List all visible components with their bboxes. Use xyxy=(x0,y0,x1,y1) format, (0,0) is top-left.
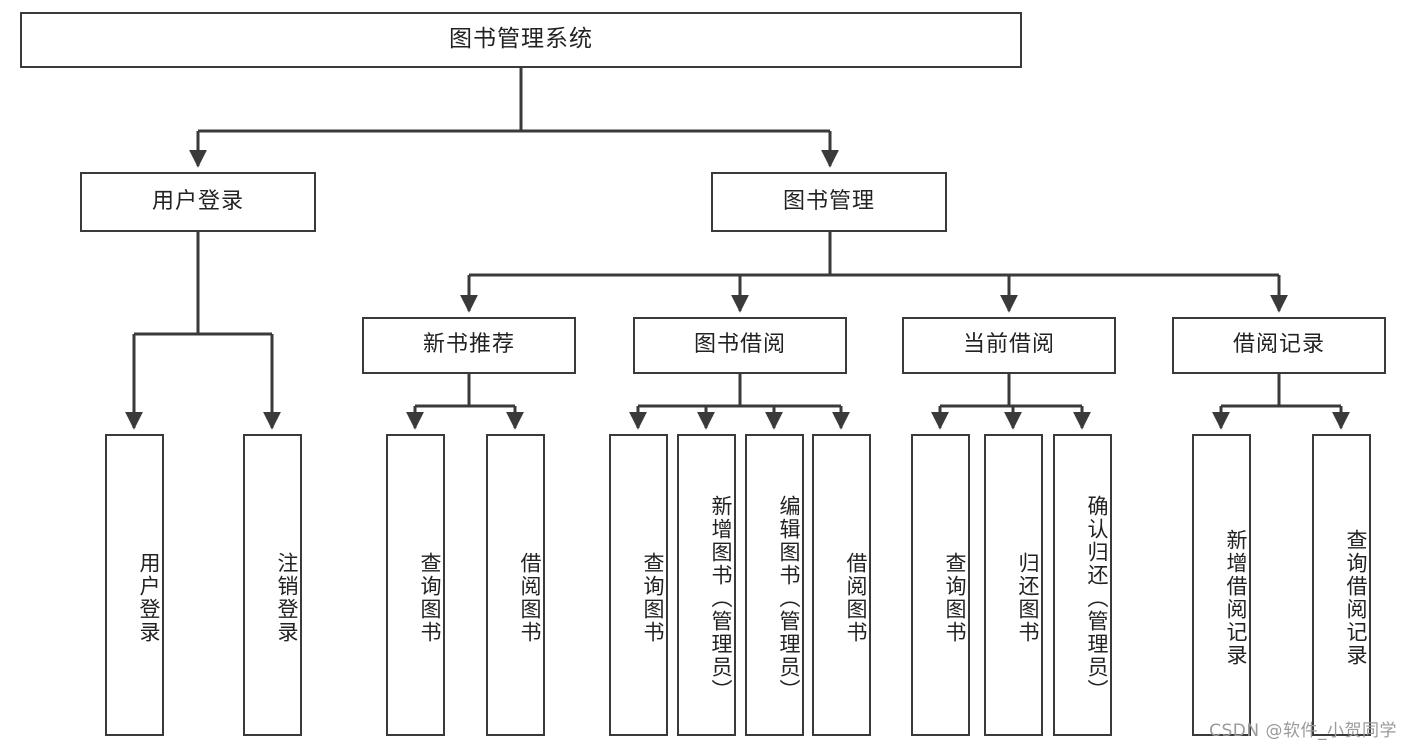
node-current-borrow[interactable]: 当前借阅 xyxy=(902,317,1116,374)
node-book-manage[interactable]: 图书管理 xyxy=(711,172,947,232)
leaf-add-book[interactable]: 新增图书（管理员） xyxy=(677,434,736,736)
leaf-edit-book[interactable]: 编辑图书（管理员） xyxy=(745,434,804,736)
node-user-login[interactable]: 用户登录 xyxy=(80,172,316,232)
leaf-return-book[interactable]: 归还图书 xyxy=(984,434,1043,736)
leaf-query-book-3[interactable]: 查询图书 xyxy=(911,434,970,736)
leaf-query-record[interactable]: 查询借阅记录 xyxy=(1312,434,1371,736)
leaf-user-logout[interactable]: 注销登录 xyxy=(243,434,302,736)
leaf-borrow-book-2[interactable]: 借阅图书 xyxy=(812,434,871,736)
leaf-query-book-1[interactable]: 查询图书 xyxy=(386,434,445,736)
leaf-borrow-book-1[interactable]: 借阅图书 xyxy=(486,434,545,736)
csdn-watermark: CSDN @软件_小贺同学 xyxy=(1209,721,1397,741)
leaf-add-record[interactable]: 新增借阅记录 xyxy=(1192,434,1251,736)
leaf-confirm-return[interactable]: 确认归还（管理员） xyxy=(1053,434,1112,736)
node-root[interactable]: 图书管理系统 xyxy=(20,12,1022,68)
node-borrow-record[interactable]: 借阅记录 xyxy=(1172,317,1386,374)
leaf-user-login[interactable]: 用户登录 xyxy=(105,434,164,736)
node-new-book-rec[interactable]: 新书推荐 xyxy=(362,317,576,374)
node-book-borrow[interactable]: 图书借阅 xyxy=(633,317,847,374)
leaf-query-book-2[interactable]: 查询图书 xyxy=(609,434,668,736)
